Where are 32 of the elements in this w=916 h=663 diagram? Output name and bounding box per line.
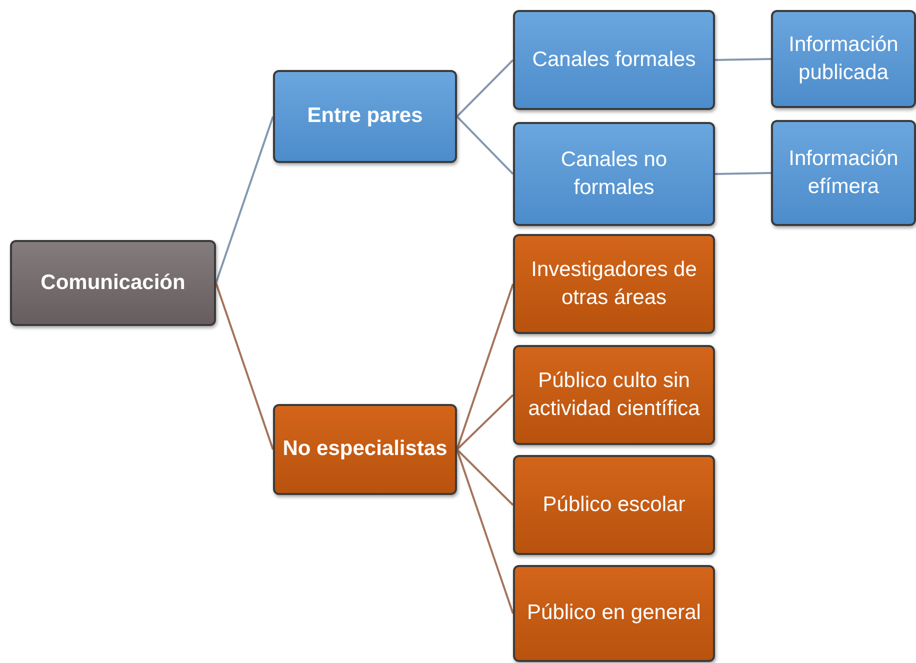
topic-box	[513, 565, 715, 662]
node-label: Público culto sin actividad científica	[527, 368, 701, 422]
topic-box	[273, 70, 457, 163]
connector-line	[456, 394, 514, 450]
topic-box	[771, 10, 916, 108]
node-label: Comunicación	[40, 270, 186, 296]
connector-line	[215, 282, 274, 450]
topic-box	[513, 234, 715, 334]
connector-line	[456, 449, 514, 614]
connector-line	[456, 59, 514, 118]
node-label: Información efímera	[788, 146, 900, 200]
topic-box	[513, 10, 715, 110]
topic-box	[513, 345, 715, 445]
node-label: Información publicada	[788, 32, 900, 86]
topic-box	[273, 404, 457, 495]
connector-line	[215, 116, 274, 284]
node-label: No especialistas	[282, 436, 448, 462]
topic-box	[513, 455, 715, 555]
node-label: Canales no formales	[560, 146, 668, 201]
connector-line	[714, 172, 772, 175]
connector-line	[714, 58, 772, 61]
connector-line	[456, 284, 514, 450]
topic-box	[10, 240, 216, 326]
connector-line	[456, 448, 514, 506]
topic-box	[513, 122, 715, 226]
node-label: Canales formales	[532, 46, 696, 73]
node-label: Público en general	[527, 600, 701, 626]
node-label: Público escolar	[542, 492, 686, 518]
node-label: Entre pares	[307, 103, 423, 130]
connector-line	[456, 116, 514, 175]
topic-box	[771, 120, 916, 226]
node-label: Investigadores de otras áreas	[530, 256, 698, 311]
